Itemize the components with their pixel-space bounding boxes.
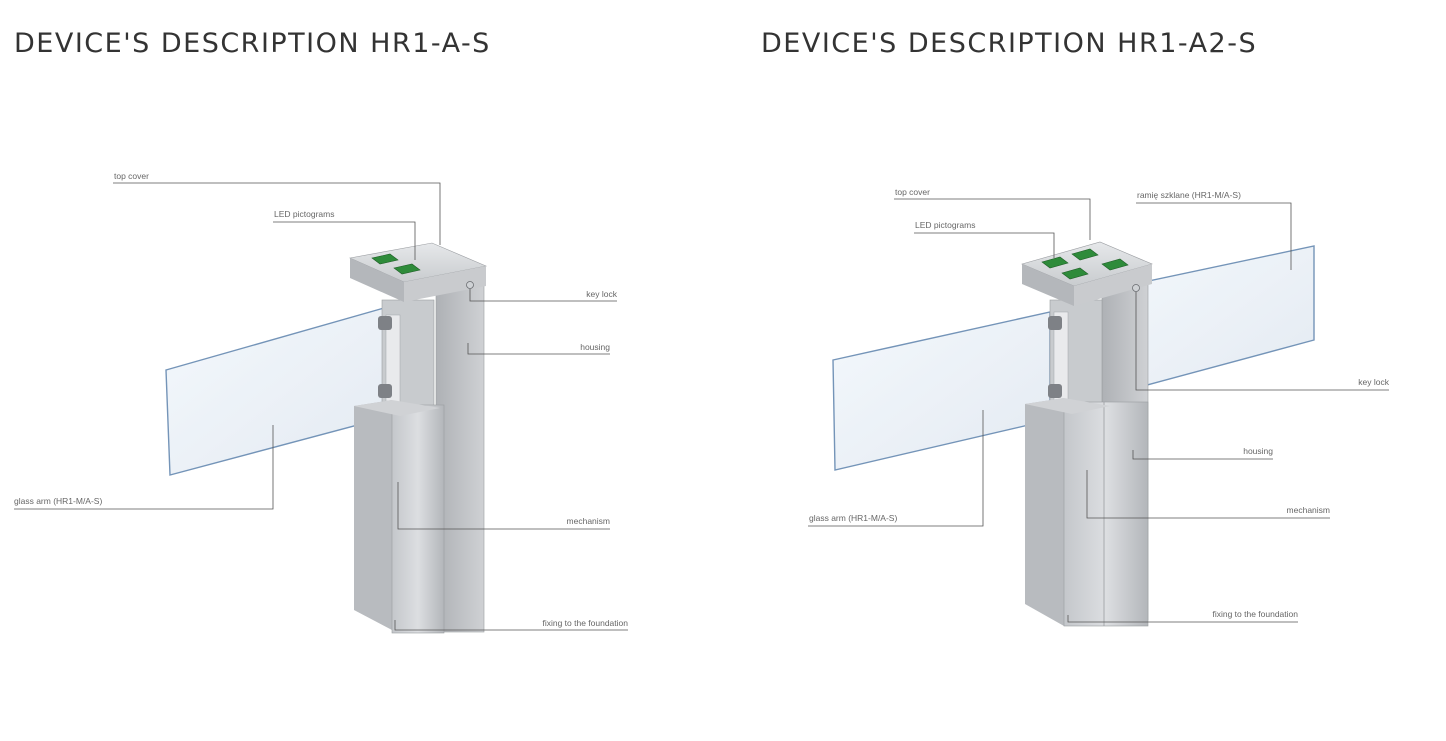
label-glass-arm-left: glass arm (HR1-M/A-S) xyxy=(14,496,102,506)
hinge-top-right xyxy=(1048,316,1062,330)
label-mechanism-right: mechanism xyxy=(1287,505,1330,515)
label-led-left: LED pictograms xyxy=(274,209,334,219)
label-fixing-right: fixing to the foundation xyxy=(1212,609,1298,619)
device-left xyxy=(165,242,488,634)
leaders-left xyxy=(14,182,628,631)
title-right: DEVICE'S DESCRIPTION HR1-A2-S xyxy=(761,28,1258,59)
led-pictogram-right-4 xyxy=(1101,258,1129,271)
device-right xyxy=(832,241,1315,627)
title-left: DEVICE'S DESCRIPTION HR1-A-S xyxy=(14,28,491,59)
mechanism-right xyxy=(1025,398,1064,626)
label-led-right: LED pictograms xyxy=(915,220,975,230)
led-pictogram-right-2 xyxy=(1071,248,1099,261)
glass-arm-left xyxy=(165,307,385,476)
hinge-bottom-left xyxy=(378,384,392,398)
led-pictogram-right-1 xyxy=(1041,256,1069,269)
leaders-right xyxy=(808,198,1389,623)
led-pictogram-right-3 xyxy=(1061,267,1089,280)
label-top-cover-right: top cover xyxy=(895,187,930,197)
label-mechanism-left: mechanism xyxy=(567,516,610,526)
base-front-right xyxy=(1063,401,1149,627)
label-top-cover-left: top cover xyxy=(114,171,149,181)
label-key-lock-left: key lock xyxy=(586,289,617,299)
led-pictogram-left-1 xyxy=(371,253,399,265)
labels-right: top cover LED pictograms ramię szklane (… xyxy=(809,187,1390,619)
label-housing-left: housing xyxy=(580,342,610,352)
key-lock-right xyxy=(1132,284,1140,292)
hinge-top-left xyxy=(378,316,392,330)
mechanism-left xyxy=(354,400,392,630)
label-housing-right: housing xyxy=(1243,446,1273,456)
led-pictogram-left-2 xyxy=(393,263,421,275)
label-glass-arm-right: glass arm (HR1-M/A-S) xyxy=(809,513,897,523)
label-fixing-left: fixing to the foundation xyxy=(542,618,628,628)
glass-arm-right-front xyxy=(832,311,1051,471)
label-key-lock-right: key lock xyxy=(1358,377,1389,387)
base-top-left xyxy=(354,400,440,416)
hinge-bottom-right xyxy=(1048,384,1062,398)
base-front-left xyxy=(391,404,445,634)
key-lock-left xyxy=(466,281,474,289)
labels-left: top cover LED pictograms key lock housin… xyxy=(14,171,628,628)
base-top-right xyxy=(1025,398,1110,414)
label-glass-arm-pl-right: ramię szklane (HR1-M/A-S) xyxy=(1137,190,1241,200)
